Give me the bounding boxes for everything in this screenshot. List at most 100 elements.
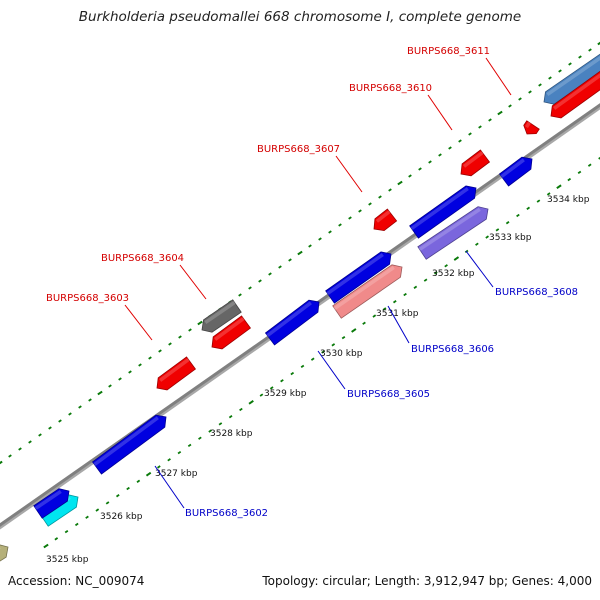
gene-steelblue-feature[interactable] — [543, 49, 600, 105]
tick-mark — [468, 132, 472, 136]
tick-mark — [115, 494, 120, 498]
gene-burps668-3604[interactable] — [201, 299, 242, 333]
gene-red-feature-a[interactable] — [211, 315, 252, 350]
tick-mark — [48, 426, 52, 430]
label-leader-line — [427, 94, 453, 131]
tick-mark — [568, 62, 572, 66]
gene-label[interactable]: BURPS668_3604 — [101, 253, 184, 264]
tick-mark — [138, 363, 142, 367]
tick-mark — [448, 146, 452, 150]
gene-blue-feature-c[interactable] — [409, 185, 477, 239]
tick-mark — [444, 264, 448, 268]
accession-label: Accession: NC_009074 — [8, 574, 145, 588]
gene-highlight — [375, 210, 391, 223]
tick-mark — [348, 216, 352, 220]
label-leader-line — [335, 155, 363, 193]
gene-label[interactable]: BURPS668_3610 — [349, 83, 432, 94]
tick-mark — [478, 125, 482, 129]
gene-label[interactable]: BURPS668_3608 — [495, 287, 578, 298]
tick-mark — [197, 320, 203, 326]
tick-mark — [239, 407, 243, 412]
gene-label[interactable]: BURPS668_3602 — [185, 508, 268, 519]
tick-mark — [598, 156, 600, 160]
gene-label[interactable]: BURPS668_3606 — [411, 344, 494, 355]
tick-mark — [556, 184, 562, 190]
label-leader-line — [154, 465, 185, 509]
tick-mark — [157, 465, 161, 469]
tick-mark — [177, 450, 182, 455]
tick-mark — [54, 537, 59, 541]
tick-mark — [158, 349, 162, 353]
gene-burps668-3602[interactable] — [91, 414, 167, 475]
tick-mark — [577, 170, 582, 175]
tick-mark — [136, 479, 141, 483]
gene-highlight — [34, 489, 62, 510]
tick-mark — [308, 244, 312, 248]
gene-burps668-3610[interactable] — [460, 149, 491, 177]
ruler-label: 3529 kbp — [264, 389, 307, 399]
gene-body — [523, 120, 540, 135]
tick-mark — [392, 300, 397, 304]
tick-mark — [587, 163, 592, 167]
label-leader-line — [124, 304, 153, 341]
tick-mark — [74, 522, 79, 527]
tick-mark — [588, 48, 592, 52]
tick-mark — [321, 350, 325, 354]
gene-highlight — [418, 207, 481, 251]
tick-mark — [288, 258, 292, 262]
gene-burps668-3608[interactable] — [417, 206, 489, 260]
gene-blue-feature-b[interactable] — [325, 251, 392, 304]
gene-label[interactable]: BURPS668_3611 — [407, 46, 490, 57]
tick-mark — [485, 235, 489, 239]
tick-mark — [413, 285, 418, 289]
gene-blue-feature-a[interactable] — [33, 488, 70, 519]
tick-mark — [310, 357, 315, 361]
tick-mark — [475, 242, 479, 246]
tick-mark — [167, 458, 171, 462]
tick-mark — [418, 167, 422, 171]
tick-mark — [269, 386, 274, 390]
gene-body — [264, 299, 320, 346]
gene-partial-olive[interactable] — [0, 544, 9, 562]
gene-highlight — [326, 253, 384, 295]
gene-burps668-3606[interactable] — [332, 264, 403, 319]
tick-mark — [578, 55, 582, 59]
tick-mark — [358, 209, 362, 213]
gene-burps668-3605[interactable] — [264, 299, 320, 346]
tick-mark — [97, 390, 103, 396]
gene-label[interactable]: BURPS668_3607 — [257, 144, 340, 155]
tick-mark — [268, 272, 272, 276]
tick-mark — [95, 508, 100, 512]
tick-mark — [145, 471, 152, 477]
tick-mark — [538, 83, 542, 87]
tick-mark — [43, 543, 49, 549]
tick-mark — [518, 97, 522, 101]
gene-burps668-3607[interactable] — [373, 208, 398, 232]
tick-mark — [546, 192, 551, 196]
gene-burps668-3611[interactable] — [523, 120, 540, 135]
ruler-label: 3527 kbp — [155, 469, 198, 479]
gene-label[interactable]: BURPS668_3603 — [46, 293, 129, 304]
inner-tick-track — [43, 156, 600, 549]
tick-mark — [178, 335, 182, 339]
gene-label[interactable]: BURPS668_3605 — [347, 389, 430, 400]
tick-mark — [548, 76, 552, 80]
topology-label: Topology: circular; Length: 3,912,947 bp… — [262, 574, 592, 588]
tick-mark — [118, 377, 122, 381]
tick-mark — [105, 501, 110, 505]
label-leader-line — [465, 250, 494, 288]
tick-mark — [408, 174, 412, 178]
tick-mark — [126, 486, 130, 491]
tick-mark — [148, 356, 152, 360]
gene-blue-feature-d[interactable] — [498, 156, 533, 187]
tick-mark — [526, 206, 531, 210]
tick-mark — [280, 379, 284, 383]
gene-highlight — [525, 121, 531, 129]
ruler-label: 3532 kbp — [432, 269, 475, 279]
tick-mark — [388, 188, 392, 192]
gene-red-feature-b[interactable] — [550, 66, 600, 119]
gene-highlight — [463, 151, 484, 168]
tick-mark — [290, 371, 295, 376]
gene-burps668-3603[interactable] — [156, 356, 197, 391]
